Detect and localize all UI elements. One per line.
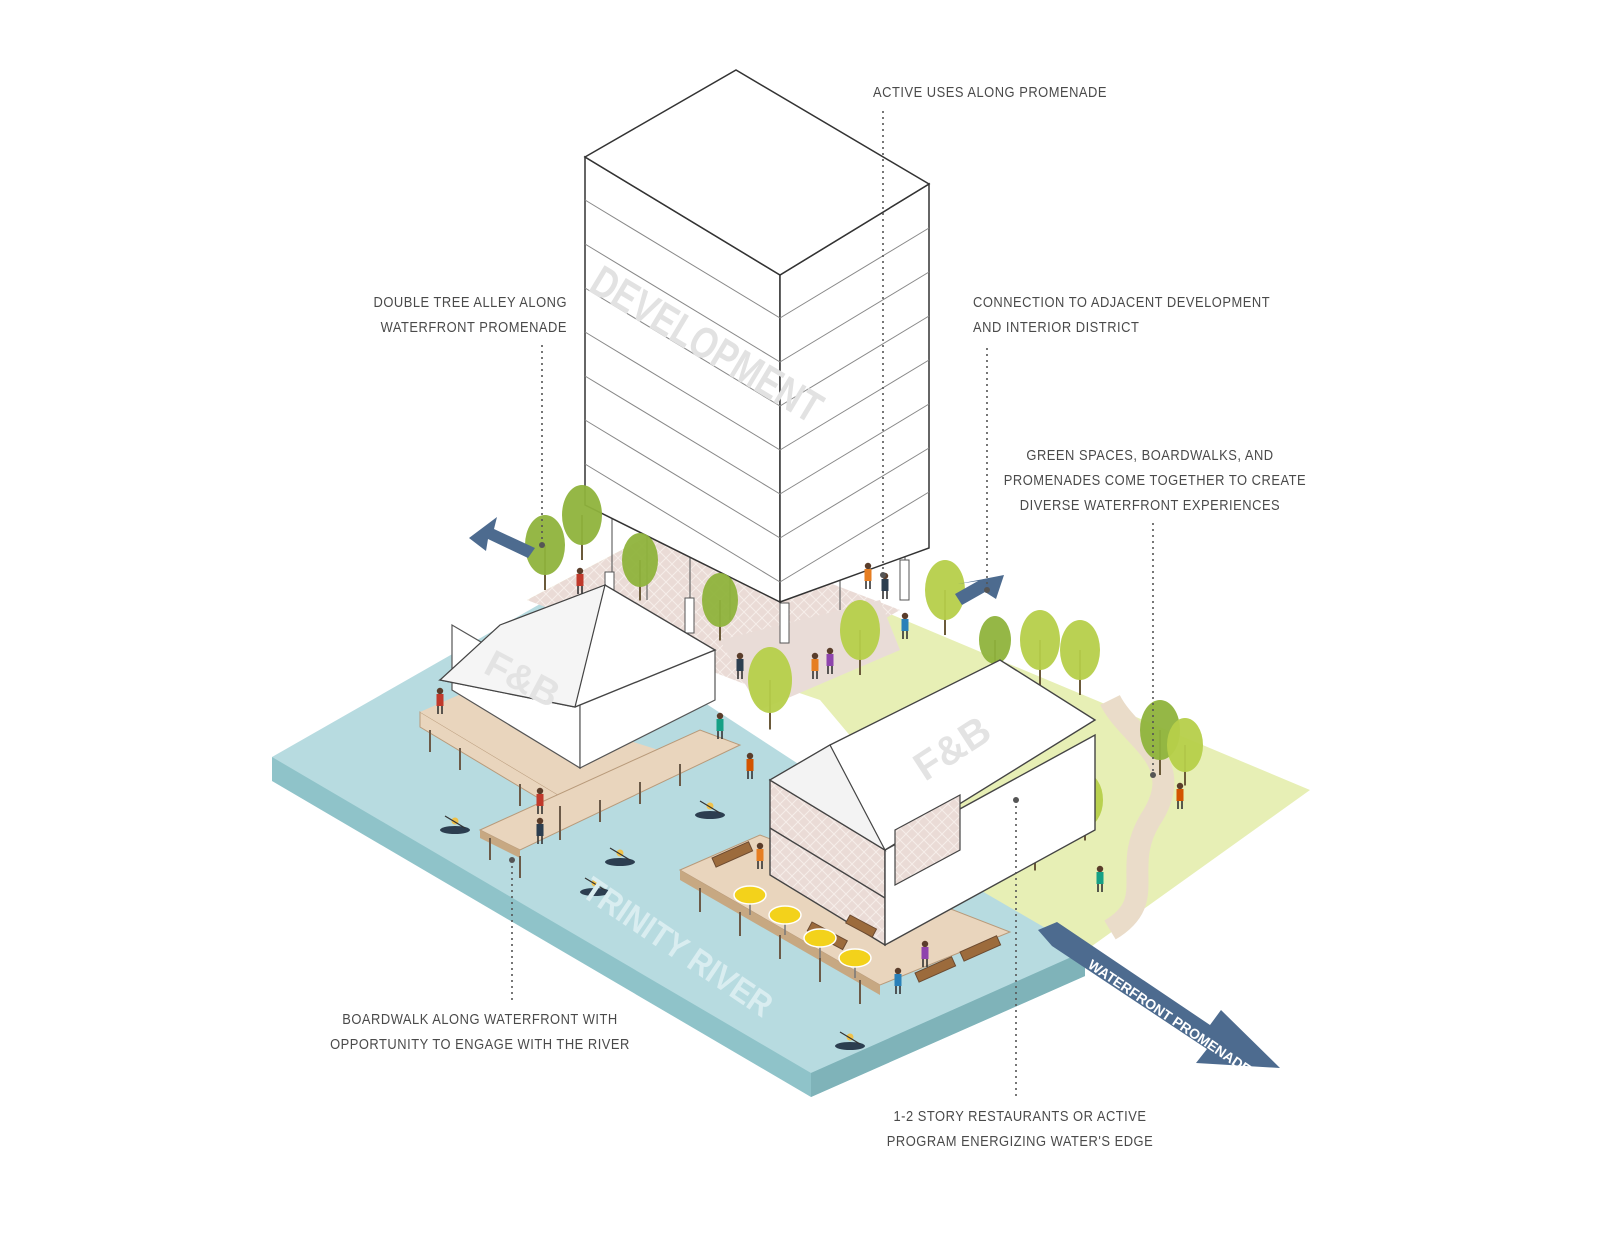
callout-line: DIVERSE WATERFRONT EXPERIENCES xyxy=(1019,497,1281,514)
tower-floor-lines xyxy=(584,199,930,583)
callout-line: OPPORTUNITY TO ENGAGE WITH THE RIVER xyxy=(330,1036,630,1053)
east-connection-arrow xyxy=(955,575,1004,605)
fb-right-gable xyxy=(768,744,887,852)
leader-lines xyxy=(511,111,1154,1098)
people-group xyxy=(436,562,1184,994)
west-connection-arrow xyxy=(469,517,535,558)
person-icon xyxy=(756,842,764,869)
callout-line: ACTIVE USES ALONG PROMENADE xyxy=(872,84,1108,101)
kayak-icon xyxy=(440,815,470,834)
callout-line: AND INTERIOR DISTRICT xyxy=(973,319,1140,336)
development-tower: DEVELOPMENT xyxy=(582,69,931,644)
person-icon xyxy=(746,752,754,779)
promenade-arrow-label: WATERFRONT PROMENADE xyxy=(1085,956,1254,1077)
tree-icon xyxy=(1167,718,1203,786)
umbrella-icon xyxy=(733,885,767,915)
kayak-icon xyxy=(695,800,725,819)
callout-green-spaces: GREEN SPACES, BOARDWALKS, AND PROMENADES… xyxy=(1003,443,1307,518)
umbrella-icon xyxy=(838,948,872,978)
person-icon xyxy=(576,567,584,594)
person-icon xyxy=(921,940,929,967)
callout-line: BOARDWALK ALONG WATERFRONT WITH xyxy=(342,1011,618,1028)
umbrella-icon xyxy=(803,928,837,958)
tree-group xyxy=(525,485,1203,871)
callout-connection: CONNECTION TO ADJACENT DEVELOPMENT AND I… xyxy=(973,290,1270,340)
waterfront-promenade-arrow xyxy=(1038,922,1280,1068)
tree-icon xyxy=(925,560,965,635)
person-icon xyxy=(536,787,544,814)
person-icon xyxy=(1096,865,1104,892)
kayak-group xyxy=(440,800,865,1050)
right-deck-edge xyxy=(680,870,880,995)
person-icon xyxy=(826,647,834,674)
boardwalk-deck xyxy=(478,729,742,851)
fb-right-pavilion: F&B xyxy=(678,659,1097,1004)
callout-line: DOUBLE TREE ALLEY ALONG xyxy=(373,294,567,311)
callout-line: 1-2 STORY RESTAURANTS OR ACTIVE xyxy=(893,1108,1147,1125)
callout-line: CONNECTION TO ADJACENT DEVELOPMENT xyxy=(973,294,1271,311)
boardwalk xyxy=(429,729,742,878)
callout-line: WATERFRONT PROMENADE xyxy=(380,319,567,336)
right-deck-piles xyxy=(699,888,861,1004)
leader-dots xyxy=(509,542,1156,863)
person-icon xyxy=(864,562,872,589)
kayak-icon xyxy=(605,847,635,866)
callout-boardwalk: BOARDWALK ALONG WATERFRONT WITH OPPORTUN… xyxy=(325,1007,635,1057)
person-icon xyxy=(901,612,909,639)
person-icon xyxy=(536,817,544,844)
person-icon xyxy=(1176,782,1184,809)
person-icon xyxy=(811,652,819,679)
callout-restaurants: 1-2 STORY RESTAURANTS OR ACTIVE PROGRAM … xyxy=(882,1104,1157,1154)
kayak-icon xyxy=(835,1031,865,1050)
person-icon xyxy=(716,712,724,739)
person-icon xyxy=(736,652,744,679)
callout-tree-alley: DOUBLE TREE ALLEY ALONG WATERFRONT PROME… xyxy=(373,290,567,340)
fb-right-wall-right xyxy=(884,733,1096,947)
tree-icon xyxy=(840,600,880,675)
boardwalk-edge xyxy=(480,830,520,858)
person-icon xyxy=(436,687,444,714)
callout-line: PROMENADES COME TOGETHER TO CREATE xyxy=(1003,472,1307,489)
callout-active-uses: ACTIVE USES ALONG PROMENADE xyxy=(861,80,1119,105)
boardwalk-piles xyxy=(429,730,681,878)
tree-icon xyxy=(1020,610,1060,685)
fb-left-roof-slope xyxy=(438,584,606,708)
umbrella-icon xyxy=(768,905,802,935)
person-icon xyxy=(894,967,902,994)
tree-icon xyxy=(562,485,602,560)
callout-line: PROGRAM ENERGIZING WATER'S EDGE xyxy=(886,1133,1154,1150)
callout-line: GREEN SPACES, BOARDWALKS, AND xyxy=(1026,447,1274,464)
tower-roof xyxy=(583,69,931,276)
park-path xyxy=(1100,694,1175,940)
fb-right-window xyxy=(894,793,961,887)
tree-icon xyxy=(1060,620,1100,695)
umbrella-group xyxy=(733,885,872,978)
tree-icon xyxy=(622,533,658,601)
tree-icon xyxy=(748,647,792,730)
tree-icon xyxy=(702,573,738,641)
kayak-icon xyxy=(580,877,610,896)
